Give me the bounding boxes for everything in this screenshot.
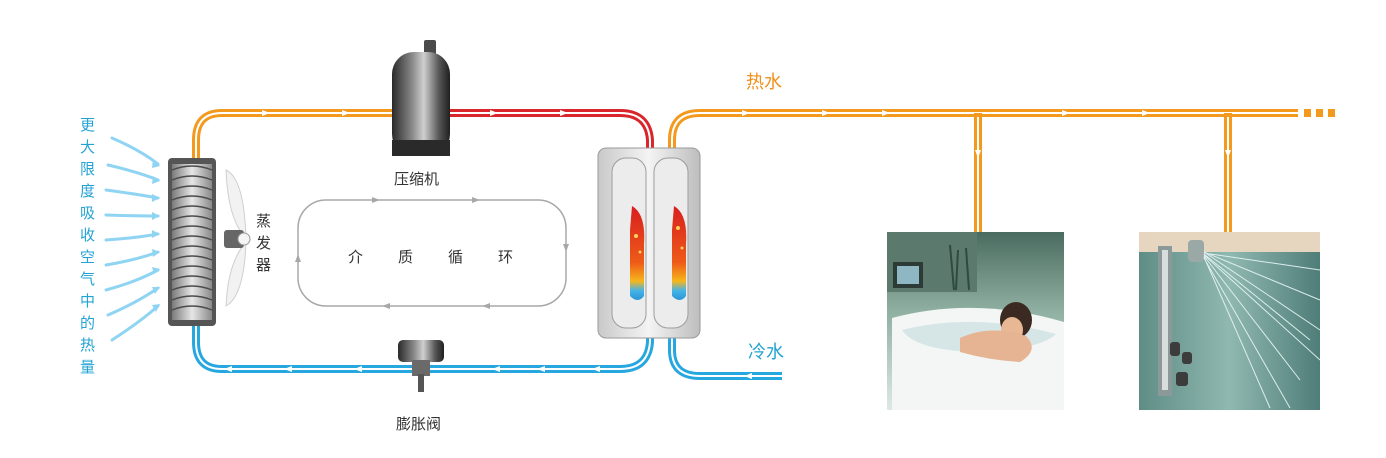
expansion-valve-icon [398, 340, 444, 392]
cycle-label-char: 循 [448, 248, 464, 266]
air-heat-caption: 更 大 限 度 吸 收 空 气 中 的 热 量 [80, 116, 95, 376]
side-char: 空 [80, 248, 95, 266]
cold-water-pipe [668, 332, 782, 380]
water-tank-icon [597, 147, 701, 339]
hot-water-pipe [668, 109, 1335, 232]
side-char: 度 [80, 182, 95, 200]
cycle-label-char: 质 [398, 248, 414, 266]
fan-blade-icon [224, 169, 251, 307]
side-char: 气 [80, 270, 95, 288]
shower-photo [1139, 232, 1321, 410]
side-char: 吸 [80, 204, 95, 222]
expansion-valve-label: 膨胀阀 [396, 415, 441, 433]
evaporator-coil-icon [168, 158, 216, 326]
cycle-label-char: 介 [348, 248, 364, 266]
hot-water-label: 热水 [746, 72, 782, 93]
side-char: 更 [80, 116, 95, 134]
side-char: 热 [80, 336, 95, 354]
evaporator-label-char: 蒸 [256, 212, 271, 230]
side-char: 限 [80, 160, 95, 178]
compressor-label: 压缩机 [394, 170, 439, 188]
bathtub-photo [887, 232, 1064, 410]
cold-water-label: 冷水 [748, 342, 784, 363]
air-inflow-arrows-icon [104, 136, 160, 342]
side-char: 大 [80, 138, 95, 156]
medium-cycle-loop [295, 197, 569, 309]
side-char: 量 [80, 358, 95, 376]
cycle-label-char: 环 [498, 248, 514, 266]
evaporator-label-char: 发 [256, 234, 271, 252]
evaporator-label-char: 器 [256, 256, 271, 274]
compressor-icon [392, 40, 450, 156]
side-char: 收 [80, 226, 95, 244]
side-char: 中 [80, 292, 95, 310]
side-char: 的 [80, 314, 95, 332]
